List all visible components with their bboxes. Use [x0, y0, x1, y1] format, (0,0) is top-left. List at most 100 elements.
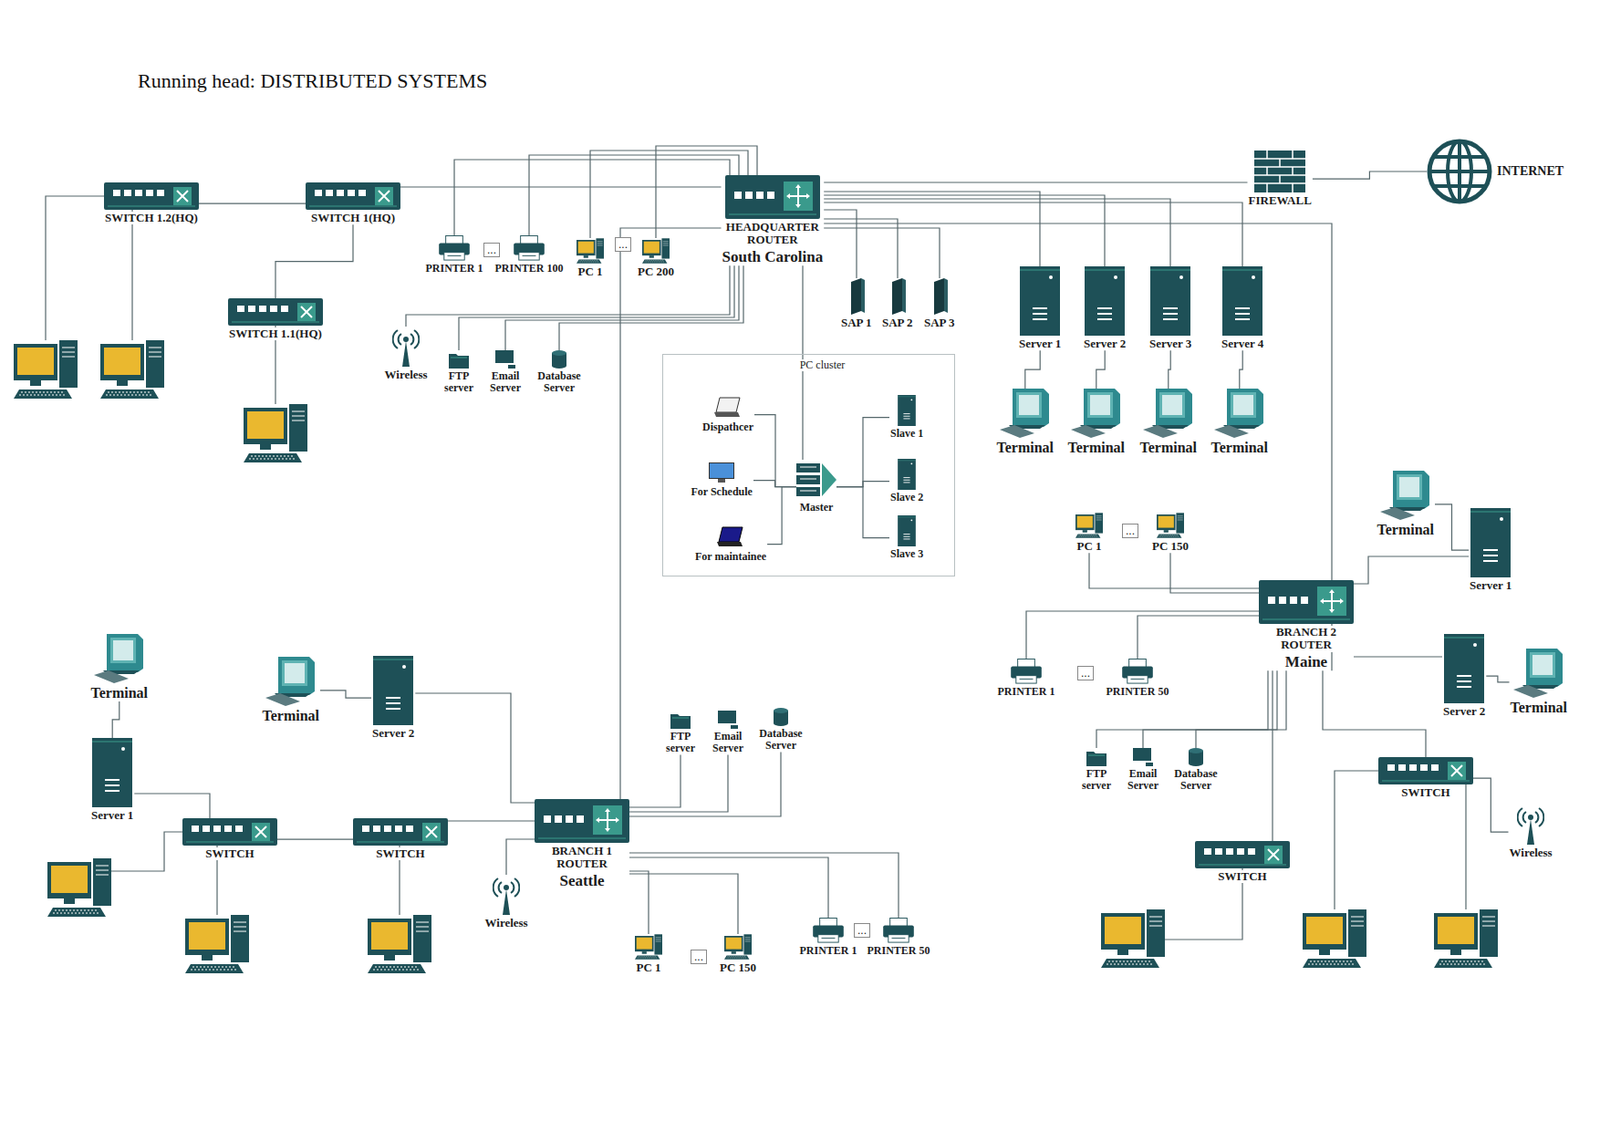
device-icon	[393, 330, 420, 367]
connector	[836, 481, 890, 488]
network-switch: SWITCH 1.2(HQ)	[103, 182, 199, 225]
device-icon	[1222, 266, 1263, 336]
device-icon	[103, 182, 199, 210]
network-switch: SWITCH	[182, 818, 278, 861]
printer: PRINTER 50	[1105, 658, 1171, 698]
ellipsis-label: ...	[853, 923, 871, 938]
node-label: PRINTER 1	[799, 945, 859, 957]
device-icon	[724, 934, 752, 960]
device-icon	[1194, 841, 1290, 869]
device-icon	[1470, 508, 1511, 578]
ellipsis-label: ...	[690, 949, 707, 965]
node-label: Server 2	[1442, 705, 1486, 718]
connector	[458, 265, 735, 351]
device-icon	[1517, 808, 1545, 845]
server: Server 4	[1220, 266, 1265, 351]
node-label: Email Server	[1122, 768, 1164, 792]
terminal: Terminal	[1210, 388, 1270, 457]
ellipsis-label: ...	[614, 237, 632, 252]
node-label: PC 150	[1151, 540, 1190, 553]
connector	[823, 223, 1332, 671]
device-icon	[392, 326, 420, 367]
server: Server 1	[90, 737, 135, 822]
connector	[198, 203, 306, 205]
device-icon	[1156, 512, 1185, 539]
device-icon	[93, 633, 144, 684]
node-label: Server 1	[1018, 337, 1062, 351]
pc: PC 150	[1151, 512, 1190, 553]
connector	[1485, 675, 1509, 683]
node-label: Master	[799, 501, 835, 514]
connector	[1322, 670, 1426, 758]
device-icon	[709, 463, 735, 484]
device-icon	[513, 235, 545, 260]
sap-server: SAP 1	[840, 278, 873, 330]
email-server: Email Server	[1122, 748, 1164, 792]
connector	[823, 198, 1171, 267]
sap-server: SAP 2	[881, 278, 915, 330]
device-icon	[883, 917, 915, 944]
connector	[1137, 615, 1259, 659]
terminal: Terminal	[90, 633, 150, 702]
server: Server 1	[1468, 508, 1513, 593]
pc: PC 1	[634, 934, 663, 975]
device-icon	[1194, 841, 1290, 869]
device-icon	[1142, 388, 1193, 438]
server: Slave 3	[889, 515, 925, 561]
device-icon	[725, 175, 821, 219]
pc-wires	[45, 196, 1466, 940]
connector	[505, 265, 739, 351]
ellipsis-label: ...	[483, 242, 500, 258]
node-label: Slave 1	[889, 427, 925, 440]
node-label: PRINTER 50	[866, 945, 932, 957]
connector	[823, 202, 1243, 267]
connector	[559, 265, 744, 351]
router: HEADQUARTER ROUTERSouth Carolina	[721, 175, 825, 266]
node-label: Terminal	[90, 685, 150, 702]
connector	[620, 228, 722, 800]
connector	[629, 754, 728, 812]
server: Slave 1	[889, 394, 925, 440]
connector	[754, 415, 797, 488]
node-label: Server 1	[1468, 579, 1513, 593]
device-icon	[642, 238, 670, 263]
server: Server 2	[1442, 633, 1486, 718]
device-icon	[1084, 266, 1125, 336]
connector	[823, 195, 1105, 267]
unlabeled-pcs	[13, 340, 1498, 974]
device-icon	[724, 934, 752, 959]
device-icon	[717, 710, 738, 729]
printer: PRINTER 50	[866, 917, 932, 957]
network-switch: SWITCH	[1194, 841, 1290, 884]
device-icon	[1019, 266, 1060, 336]
connector	[823, 228, 940, 279]
device-icon	[896, 458, 917, 490]
connector	[400, 186, 722, 188]
device-icon	[896, 515, 917, 547]
device-icon	[438, 235, 470, 261]
terminal: Terminal	[1067, 388, 1127, 457]
device-icon	[182, 818, 278, 846]
firewall: FIREWALL	[1247, 150, 1313, 208]
connector	[454, 159, 730, 236]
node-label: Terminal	[996, 439, 1056, 457]
device-icon	[1426, 138, 1493, 205]
device-icon	[1214, 388, 1264, 438]
node-label: SAP 3	[923, 316, 956, 330]
device-icon	[549, 350, 570, 369]
device-icon	[1075, 512, 1103, 539]
node-label: Slave 2	[889, 491, 925, 504]
terminal: Terminal	[1376, 470, 1436, 539]
device-icon	[634, 934, 663, 959]
device-icon	[999, 388, 1051, 438]
node-label: SWITCH 1(HQ)	[310, 211, 396, 225]
device-icon	[1019, 266, 1060, 336]
ellipsis-label: ...	[1077, 665, 1094, 681]
connector	[1473, 778, 1509, 832]
device-icon	[495, 350, 516, 369]
device-icon	[714, 397, 740, 417]
connector	[112, 701, 120, 738]
server: Server 2	[1082, 266, 1127, 351]
